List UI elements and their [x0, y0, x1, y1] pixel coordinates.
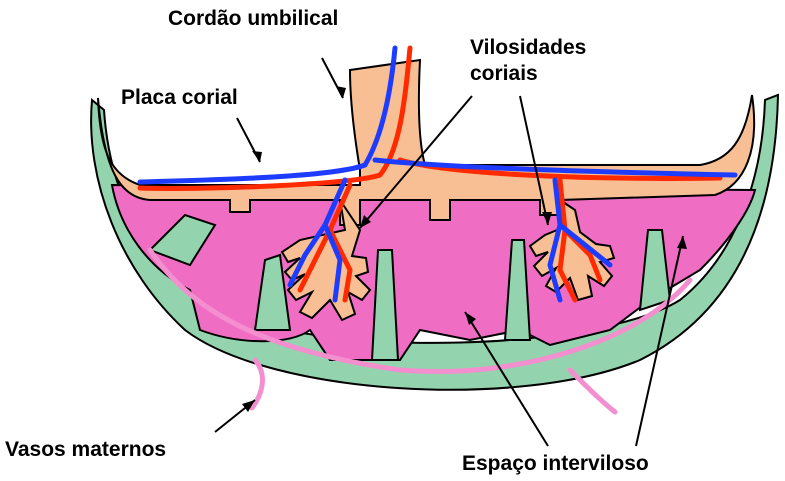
- label-umbilical-cord: Cordão umbilical: [168, 7, 338, 31]
- label-chorionic-villi-line1: Vilosidades: [470, 36, 586, 60]
- label-maternal-vessels: Vasos maternos: [5, 438, 166, 462]
- label-chorionic-villi-line2: coriais: [470, 62, 538, 86]
- label-chorionic-plate: Placa corial: [121, 86, 238, 110]
- label-intervillous-space: Espaço interviloso: [462, 452, 649, 476]
